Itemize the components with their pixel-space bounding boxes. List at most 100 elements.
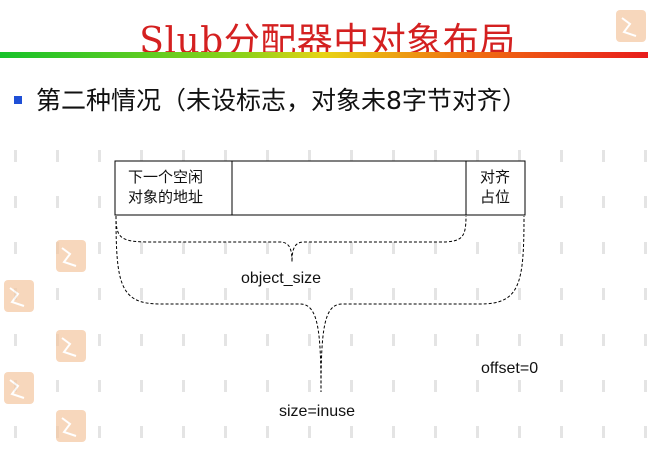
watermark-tick (182, 380, 185, 392)
watermark-tick (98, 196, 101, 208)
watermark-tick (602, 150, 605, 162)
seal-watermark (56, 240, 86, 272)
watermark-tick (140, 426, 143, 438)
watermark-tick (476, 334, 479, 346)
padding-cell-line1: 对齐 (480, 168, 511, 186)
watermark-tick (14, 196, 17, 208)
watermark-tick (266, 242, 269, 254)
seal-watermark (4, 372, 34, 404)
watermark-tick (140, 242, 143, 254)
watermark-tick (140, 150, 143, 162)
watermark-tick (560, 150, 563, 162)
watermark-tick (140, 334, 143, 346)
watermark-tick (266, 426, 269, 438)
watermark-tick (350, 288, 353, 300)
watermark-tick (518, 426, 521, 438)
offset-label: offset=0 (481, 360, 539, 377)
padding-cell-line2: 占位 (480, 188, 511, 206)
watermark-tick (560, 380, 563, 392)
watermark-tick (434, 242, 437, 254)
watermark-tick (98, 380, 101, 392)
watermark-tick (434, 150, 437, 162)
watermark-tick (602, 196, 605, 208)
watermark-tick (392, 150, 395, 162)
watermark-tick (14, 150, 17, 162)
watermark-tick (644, 426, 647, 438)
watermark-tick (392, 426, 395, 438)
watermark-tick (392, 380, 395, 392)
bullet-marker (14, 96, 22, 104)
watermark-tick (644, 288, 647, 300)
watermark-tick (224, 334, 227, 346)
free-pointer-cell-line1: 下一个空闲 (128, 168, 204, 186)
watermark-tick (182, 242, 185, 254)
watermark-tick (224, 150, 227, 162)
watermark-tick (266, 334, 269, 346)
watermark-tick (350, 380, 353, 392)
watermark-tick (644, 380, 647, 392)
watermark-tick (392, 288, 395, 300)
watermark-tick (182, 426, 185, 438)
seal-watermark (616, 10, 646, 42)
watermark-tick (602, 380, 605, 392)
watermark-tick (350, 150, 353, 162)
watermark-tick (518, 380, 521, 392)
seal-watermark (4, 280, 34, 312)
watermark-tick (308, 426, 311, 438)
watermark-tick (56, 150, 59, 162)
watermark-tick (224, 288, 227, 300)
bullet-text: 第二种情况（未设标志，对象未8字节对齐） (36, 86, 527, 115)
watermark-tick (518, 150, 521, 162)
watermark-tick (308, 380, 311, 392)
free-pointer-cell-line2: 对象的地址 (128, 188, 204, 206)
watermark-tick (392, 242, 395, 254)
watermark-tick (476, 150, 479, 162)
watermark-tick (308, 150, 311, 162)
watermark-tick (98, 426, 101, 438)
seal-watermark (56, 410, 86, 442)
watermark-tick (182, 150, 185, 162)
size-brace (115, 215, 525, 393)
watermark-tick (350, 334, 353, 346)
watermark-tick (434, 288, 437, 300)
watermark-tick (518, 242, 521, 254)
watermark-tick (476, 288, 479, 300)
watermark-tick (14, 426, 17, 438)
watermark-tick (644, 196, 647, 208)
watermark-tick (602, 288, 605, 300)
watermark-tick (56, 196, 59, 208)
object-box (114, 160, 526, 216)
title-underline-bar (0, 52, 648, 58)
watermark-tick (14, 242, 17, 254)
watermark-tick (98, 242, 101, 254)
watermark-tick (308, 242, 311, 254)
watermark-tick (56, 288, 59, 300)
watermark-tick (518, 288, 521, 300)
watermark-tick (266, 150, 269, 162)
watermark-tick (140, 288, 143, 300)
watermark-tick (602, 242, 605, 254)
seal-watermark (56, 330, 86, 362)
watermark-tick (560, 196, 563, 208)
watermark-tick (560, 426, 563, 438)
watermark-tick (98, 288, 101, 300)
watermark-tick (602, 426, 605, 438)
size-label: size=inuse (279, 403, 356, 420)
watermark-tick (182, 334, 185, 346)
watermark-tick (224, 426, 227, 438)
watermark-tick (224, 242, 227, 254)
watermark-tick (644, 242, 647, 254)
watermark-tick (560, 334, 563, 346)
watermark-tick (644, 150, 647, 162)
watermark-tick (308, 334, 311, 346)
watermark-tick (56, 380, 59, 392)
watermark-tick (266, 380, 269, 392)
watermark-tick (602, 334, 605, 346)
watermark-tick (644, 334, 647, 346)
watermark-tick (140, 380, 143, 392)
object-size-label: object_size (241, 270, 322, 287)
watermark-tick (476, 380, 479, 392)
